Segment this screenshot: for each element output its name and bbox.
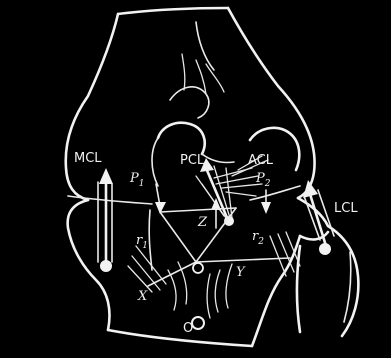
condyles	[152, 123, 299, 186]
center-marker	[193, 263, 203, 273]
p1-label: P1	[129, 171, 144, 189]
pcl-label: PCL	[180, 153, 205, 168]
lcl-label: LCL	[334, 201, 358, 216]
femur	[66, 8, 315, 200]
o-label: O	[183, 321, 193, 336]
mcl-ligament	[98, 168, 113, 272]
force-vectors	[155, 184, 271, 228]
construction-lines	[128, 208, 300, 329]
acl-label: ACL	[248, 153, 274, 168]
lcl-attachment	[319, 243, 331, 255]
r2-label: r2	[252, 229, 264, 247]
p2-label: P2	[255, 171, 271, 189]
origin-marker	[192, 317, 204, 329]
x-label: X	[137, 289, 148, 304]
mcl-attachment	[100, 260, 112, 272]
z-label: Z	[197, 215, 208, 230]
mcl-arrowhead	[99, 168, 113, 184]
lcl-ligament	[303, 180, 334, 255]
y-label: Y	[236, 265, 246, 280]
mcl-label: MCL	[74, 151, 102, 166]
